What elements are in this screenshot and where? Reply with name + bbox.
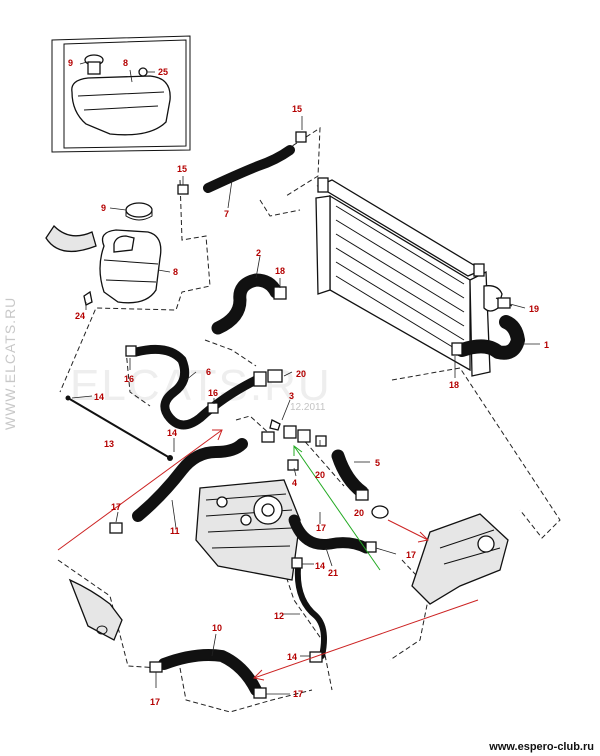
label-14-upper: 14 — [94, 392, 104, 402]
label-11: 11 — [170, 526, 180, 536]
label-8-inset: 8 — [123, 58, 128, 68]
label-20-lower: 20 — [354, 508, 364, 518]
hose-11 — [109, 438, 248, 534]
footer-url[interactable]: www.espero-club.ru — [489, 741, 594, 753]
hose-12 — [291, 557, 327, 663]
label-21: 21 — [328, 568, 338, 578]
bracket-lower-left — [68, 578, 123, 641]
rod-13 — [65, 395, 173, 461]
label-17-bottom-left: 17 — [150, 697, 160, 707]
label-8: 8 — [173, 267, 178, 277]
label-9: 9 — [101, 203, 106, 213]
hose-2 — [211, 255, 287, 335]
green-arrow-head — [293, 445, 303, 456]
label-20-middle: 20 — [315, 470, 325, 480]
label-17-bottom-right: 17 — [293, 689, 303, 699]
label-5: 5 — [375, 458, 380, 468]
label-7: 7 — [224, 209, 229, 219]
flow-arrows — [57, 429, 479, 681]
label-14-middle: 14 — [167, 428, 177, 438]
label-25: 25 — [158, 67, 168, 77]
hose-7 — [177, 131, 307, 209]
label-2: 2 — [256, 248, 261, 258]
center-watermark: ELCATS.RU — [70, 361, 332, 410]
red-arrow-right — [387, 519, 429, 541]
reservoir-inset — [51, 35, 191, 153]
label-14-lower: 14 — [315, 561, 325, 571]
red-arrow-lower — [253, 599, 479, 679]
engine-manifold — [195, 479, 301, 581]
red-arrow-upper-head — [212, 429, 223, 441]
label-6: 6 — [206, 367, 211, 377]
label-24: 24 — [75, 311, 85, 321]
label-18-upper: 18 — [275, 266, 285, 276]
hose-5 — [331, 449, 370, 501]
label-13: 13 — [104, 439, 114, 449]
date-watermark: 12.2011 — [290, 402, 326, 413]
label-9-inset: 9 — [68, 58, 73, 68]
hose-connector-group — [207, 369, 327, 471]
red-arrow-lower-head — [252, 669, 265, 681]
label-17-left: 17 — [111, 502, 121, 512]
hose-1 — [451, 297, 540, 360]
red-arrow-right-head — [417, 531, 430, 543]
part-labels: 9 8 25 15 15 7 9 8 24 2 18 19 1 18 16 6 … — [68, 58, 549, 707]
leader-lines — [71, 116, 526, 695]
label-14-bottom: 14 — [287, 652, 297, 662]
label-16-upper: 16 — [124, 374, 134, 384]
hose-21 — [288, 514, 377, 567]
label-12: 12 — [274, 611, 284, 621]
hose-10 — [149, 633, 267, 699]
side-watermark: WWW.ELCATS.RU — [2, 297, 18, 430]
coolant-reservoir — [45, 202, 171, 310]
label-17-middle: 17 — [316, 523, 326, 533]
label-19: 19 — [529, 304, 539, 314]
label-1: 1 — [544, 340, 549, 350]
thermostat-housing — [371, 505, 509, 605]
label-17-right: 17 — [406, 550, 416, 560]
reference-lines — [57, 127, 561, 713]
label-18-lower: 18 — [449, 380, 459, 390]
label-3: 3 — [289, 391, 294, 401]
green-arrow — [293, 445, 381, 571]
label-15-lower: 15 — [177, 164, 187, 174]
red-arrow-upper — [57, 429, 223, 551]
label-20-upper: 20 — [296, 369, 306, 379]
label-4: 4 — [292, 478, 297, 488]
label-16-middle: 16 — [208, 388, 218, 398]
label-15-upper: 15 — [292, 104, 302, 114]
label-10: 10 — [212, 623, 222, 633]
